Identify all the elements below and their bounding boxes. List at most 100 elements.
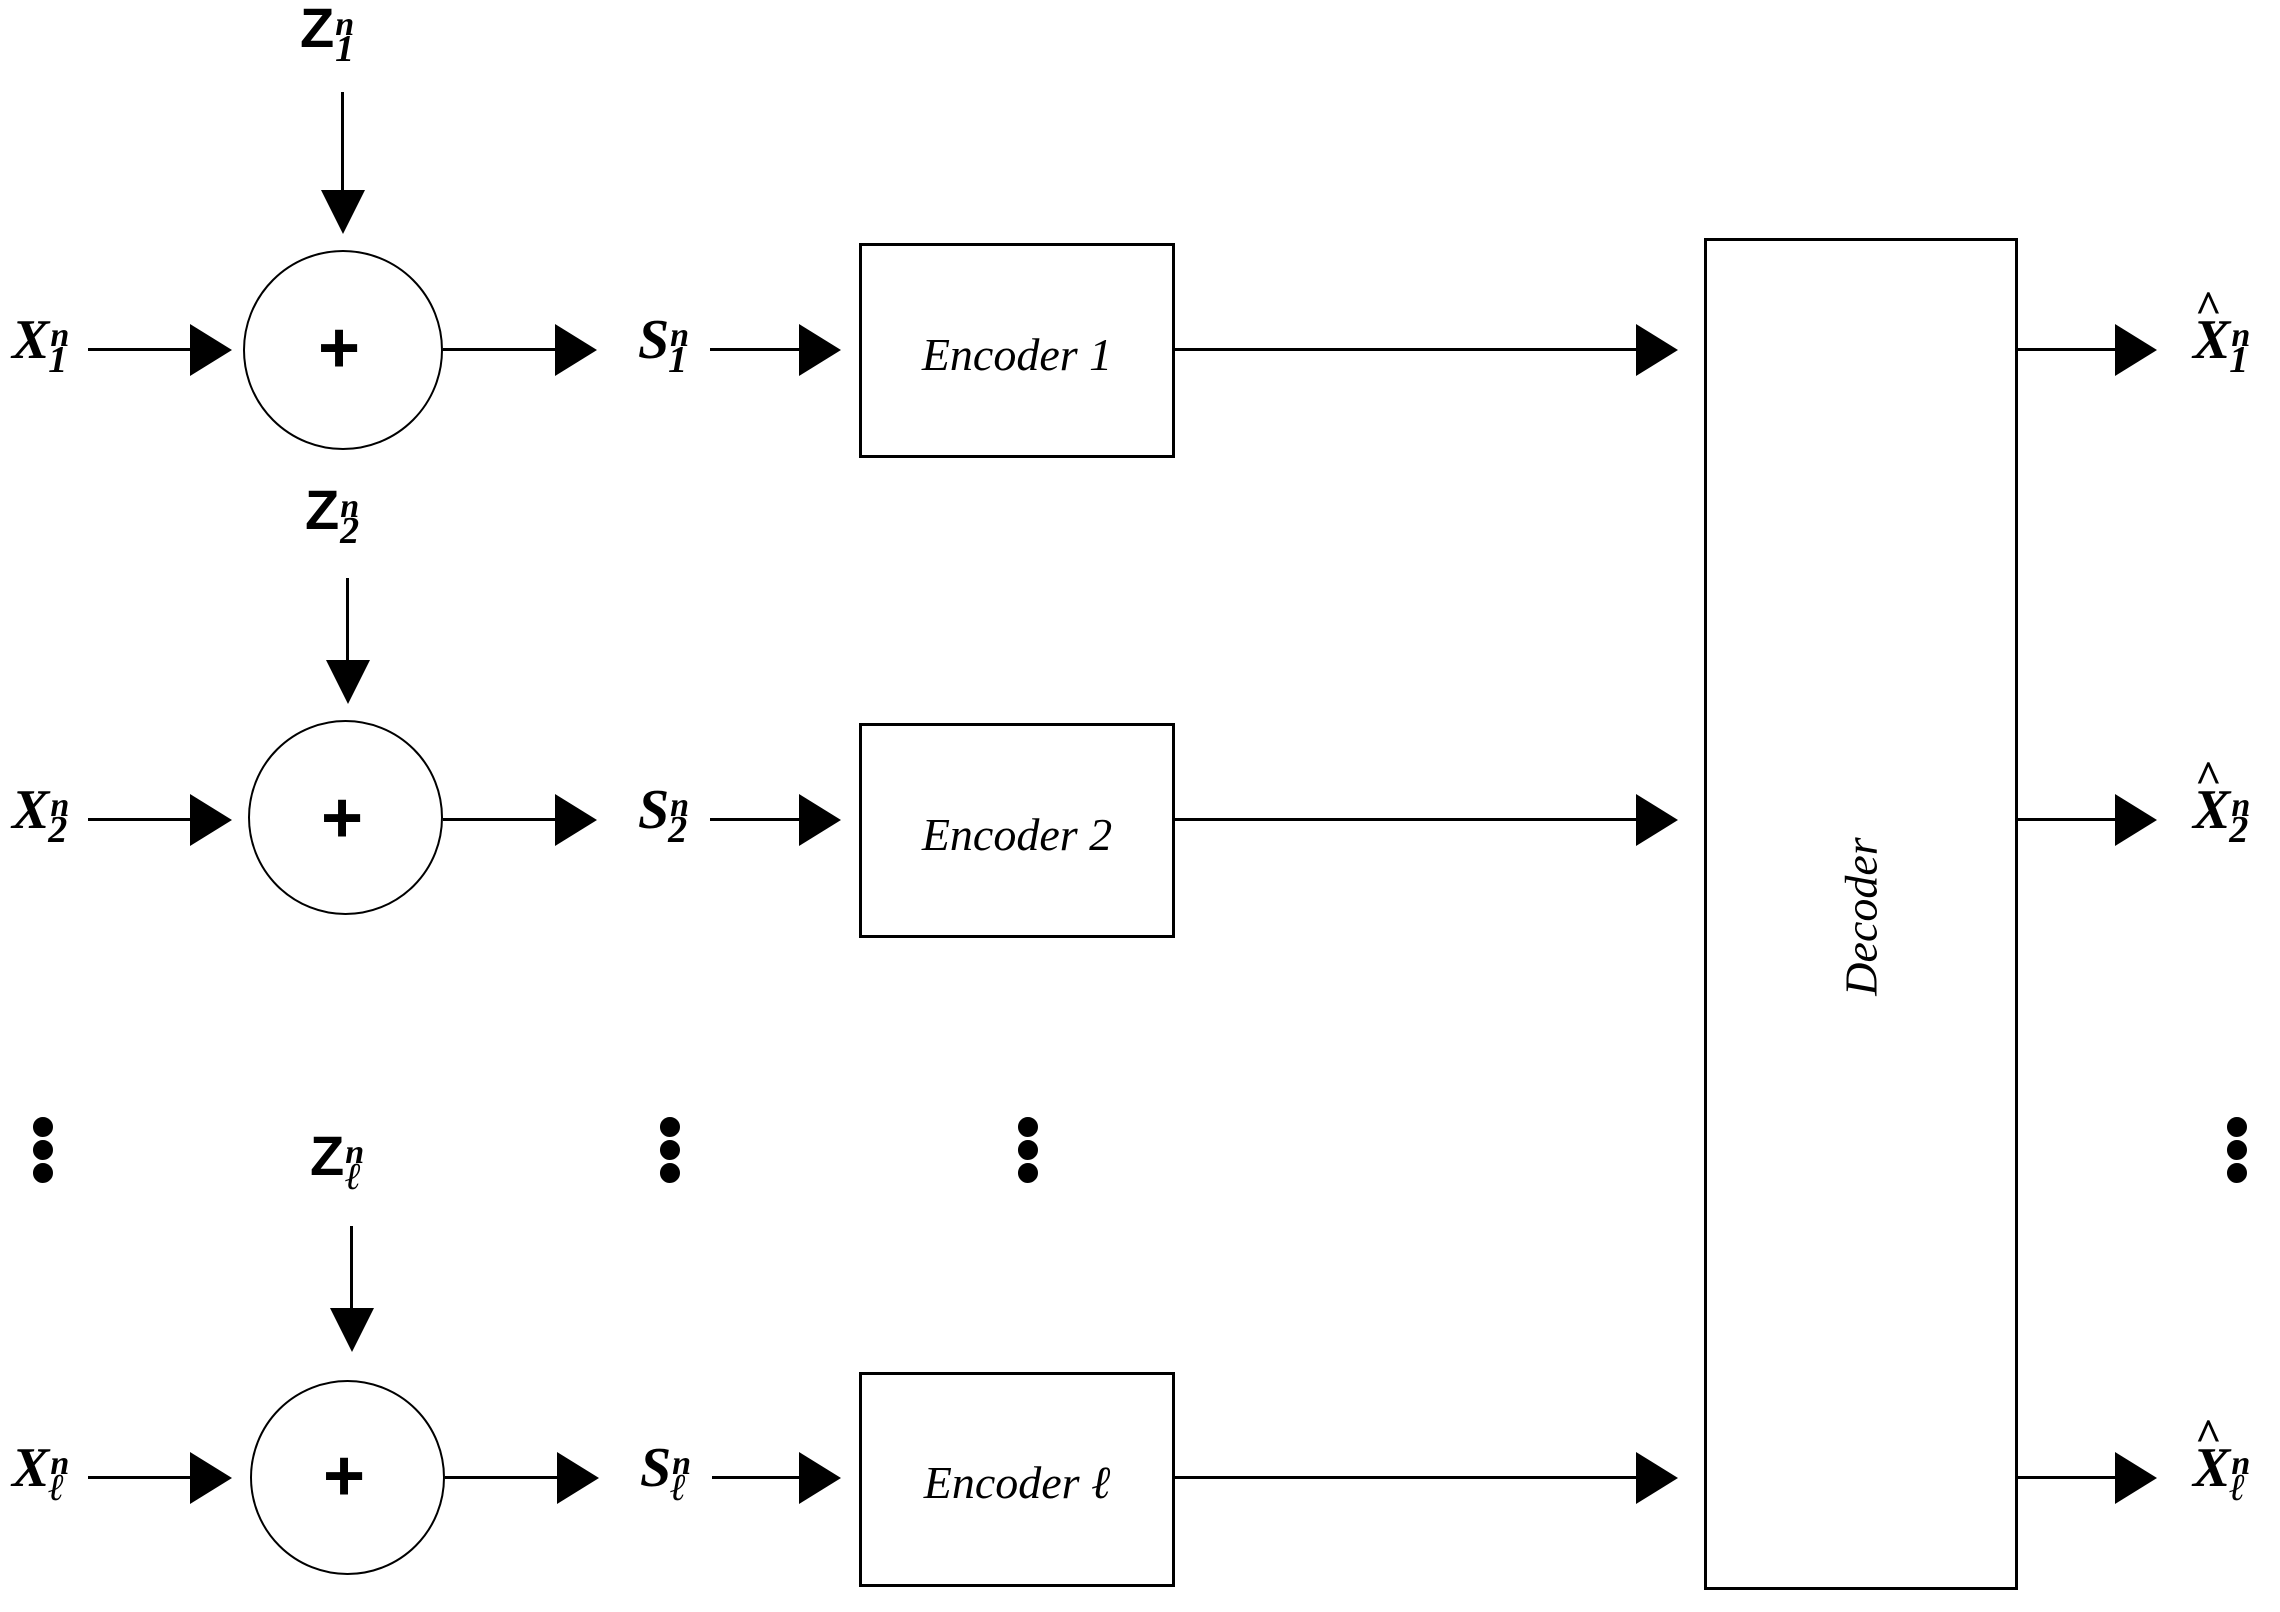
output-base-row-l: X	[2193, 1437, 2231, 1499]
encoder-box-row-2[interactable]	[859, 723, 1175, 938]
adder-plus-row-l: +	[323, 1436, 366, 1516]
noise-line-row-1	[341, 92, 344, 192]
adder-circle-row-1	[243, 250, 443, 450]
noise-arrowhead-row-2	[326, 660, 370, 704]
signal-sup-row-l: n	[672, 1444, 692, 1482]
encoder-in-line-row-2	[710, 818, 802, 821]
signal-label-row-1: Sn1	[638, 312, 707, 379]
ellipsis-signal-column: • • •	[655, 1091, 685, 1212]
source-sub-row-2: 2	[48, 809, 68, 852]
encoder-in-arrowhead-row-l	[799, 1452, 841, 1504]
output-sub-row-1: 1	[2229, 339, 2249, 382]
source-line-row-1	[88, 348, 193, 351]
sum-out-line-row-2	[443, 818, 558, 821]
noise-sup-row-2: n	[340, 487, 360, 525]
ellipsis-source-column: • • •	[28, 1091, 58, 1212]
decoder-out-arrowhead-row-l	[2115, 1452, 2157, 1504]
output-label-row-1: ^Xn1	[2193, 284, 2268, 380]
output-hat-row-l: ^	[2195, 1409, 2222, 1460]
signal-sup-row-2: n	[670, 786, 690, 824]
noise-line-row-l	[350, 1226, 353, 1311]
sum-out-arrowhead-row-2	[555, 794, 597, 846]
noise-base-row-1: Z	[300, 0, 335, 59]
encoder-label-row-l: Encoder ℓ	[923, 1457, 1111, 1508]
adder-circle-row-2	[248, 720, 443, 915]
encoder-in-arrowhead-row-2	[799, 794, 841, 846]
output-hat-row-2: ^	[2195, 751, 2222, 802]
noise-sub-row-l: ℓ	[345, 1156, 362, 1199]
signal-sub-row-2: 2	[668, 809, 688, 852]
decoder-label-text: Decoder	[1835, 837, 1887, 996]
sum-out-arrowhead-row-l	[557, 1452, 599, 1504]
decoder-out-line-row-1	[2018, 348, 2118, 351]
source-sup-row-2: n	[50, 786, 70, 824]
encoder-in-line-row-1	[710, 348, 802, 351]
ellipsis-output-column: • • •	[2222, 1091, 2252, 1212]
decoder-out-line-row-l	[2018, 1476, 2118, 1479]
output-hat-row-1: ^	[2195, 281, 2222, 332]
encoder-in-arrowhead-row-1	[799, 324, 841, 376]
signal-sup-row-1: n	[670, 316, 690, 354]
decoder-out-line-row-2	[2018, 818, 2118, 821]
noise-sub-row-2: 2	[340, 510, 360, 553]
source-sup-row-l: n	[50, 1444, 70, 1482]
source-line-row-l	[88, 1476, 193, 1479]
source-sub-row-1: 1	[48, 339, 68, 382]
signal-sub-row-l: ℓ	[670, 1467, 687, 1510]
signal-label-row-l: Snℓ	[640, 1437, 706, 1507]
decoder-in-arrowhead-row-l	[1636, 1452, 1678, 1504]
decoder-box[interactable]	[1704, 238, 2018, 1590]
decoder-in-arrowhead-row-2	[1636, 794, 1678, 846]
noise-arrowhead-row-l	[330, 1308, 374, 1352]
sum-out-arrowhead-row-1	[555, 324, 597, 376]
encoder-box-row-1[interactable]	[859, 243, 1175, 458]
output-sup-row-1: n	[2231, 316, 2251, 354]
output-base-row-2: X	[2193, 779, 2231, 841]
decoder-label: Decoder	[1835, 760, 1888, 1074]
encoder-label-row-1: Encoder 1	[921, 329, 1113, 380]
adder-circle-row-l	[250, 1380, 445, 1575]
adder-plus-row-1: +	[318, 308, 361, 388]
noise-label-row-l: Znℓ	[310, 1128, 379, 1197]
source-label-row-l: Xnℓ	[12, 1437, 85, 1507]
sum-out-line-row-l	[445, 1476, 560, 1479]
output-base-row-1: X	[2193, 309, 2231, 371]
ellipsis-encoder-column: • • •	[1013, 1091, 1043, 1212]
signal-base-row-2: S	[638, 779, 670, 841]
output-sub-row-l: ℓ	[2229, 1467, 2246, 1510]
signal-sub-row-1: 1	[668, 339, 688, 382]
decoder-in-arrowhead-row-1	[1636, 324, 1678, 376]
output-sup-row-2: n	[2231, 786, 2251, 824]
source-label-row-1: Xn1	[12, 309, 87, 379]
noise-base-row-2: Z	[305, 478, 340, 541]
source-label-row-2: Xn2	[12, 779, 87, 849]
sum-out-line-row-1	[443, 348, 558, 351]
source-arrowhead-row-l	[190, 1452, 232, 1504]
noise-line-row-2	[346, 578, 349, 663]
source-line-row-2	[88, 818, 193, 821]
ellipsis-dot: •	[657, 1133, 683, 1212]
signal-base-row-l: S	[640, 1437, 672, 1499]
ellipsis-dot: •	[30, 1133, 56, 1212]
noise-sup-row-1: n	[335, 5, 355, 43]
noise-label-row-1: Zn1	[300, 0, 372, 68]
encoder-box-row-l[interactable]	[859, 1372, 1175, 1587]
encoder-in-line-row-l	[712, 1476, 802, 1479]
decoder-in-line-row-1	[1175, 348, 1638, 351]
noise-base-row-l: Z	[310, 1124, 345, 1187]
source-sup-row-1: n	[50, 316, 70, 354]
decoder-in-line-row-l	[1175, 1476, 1638, 1479]
ellipsis-dot: •	[2224, 1133, 2250, 1212]
encoder-label-row-2: Encoder 2	[921, 809, 1113, 860]
noise-sup-row-l: n	[345, 1133, 365, 1171]
decoder-out-arrowhead-row-2	[2115, 794, 2157, 846]
ellipsis-dot: •	[1015, 1133, 1041, 1212]
source-sub-row-l: ℓ	[48, 1467, 65, 1510]
source-base-row-l: X	[12, 1437, 50, 1499]
source-base-row-1: X	[12, 309, 50, 371]
output-sup-row-l: n	[2231, 1444, 2251, 1482]
source-base-row-2: X	[12, 779, 50, 841]
adder-plus-row-2: +	[321, 778, 364, 858]
source-arrowhead-row-1	[190, 324, 232, 376]
